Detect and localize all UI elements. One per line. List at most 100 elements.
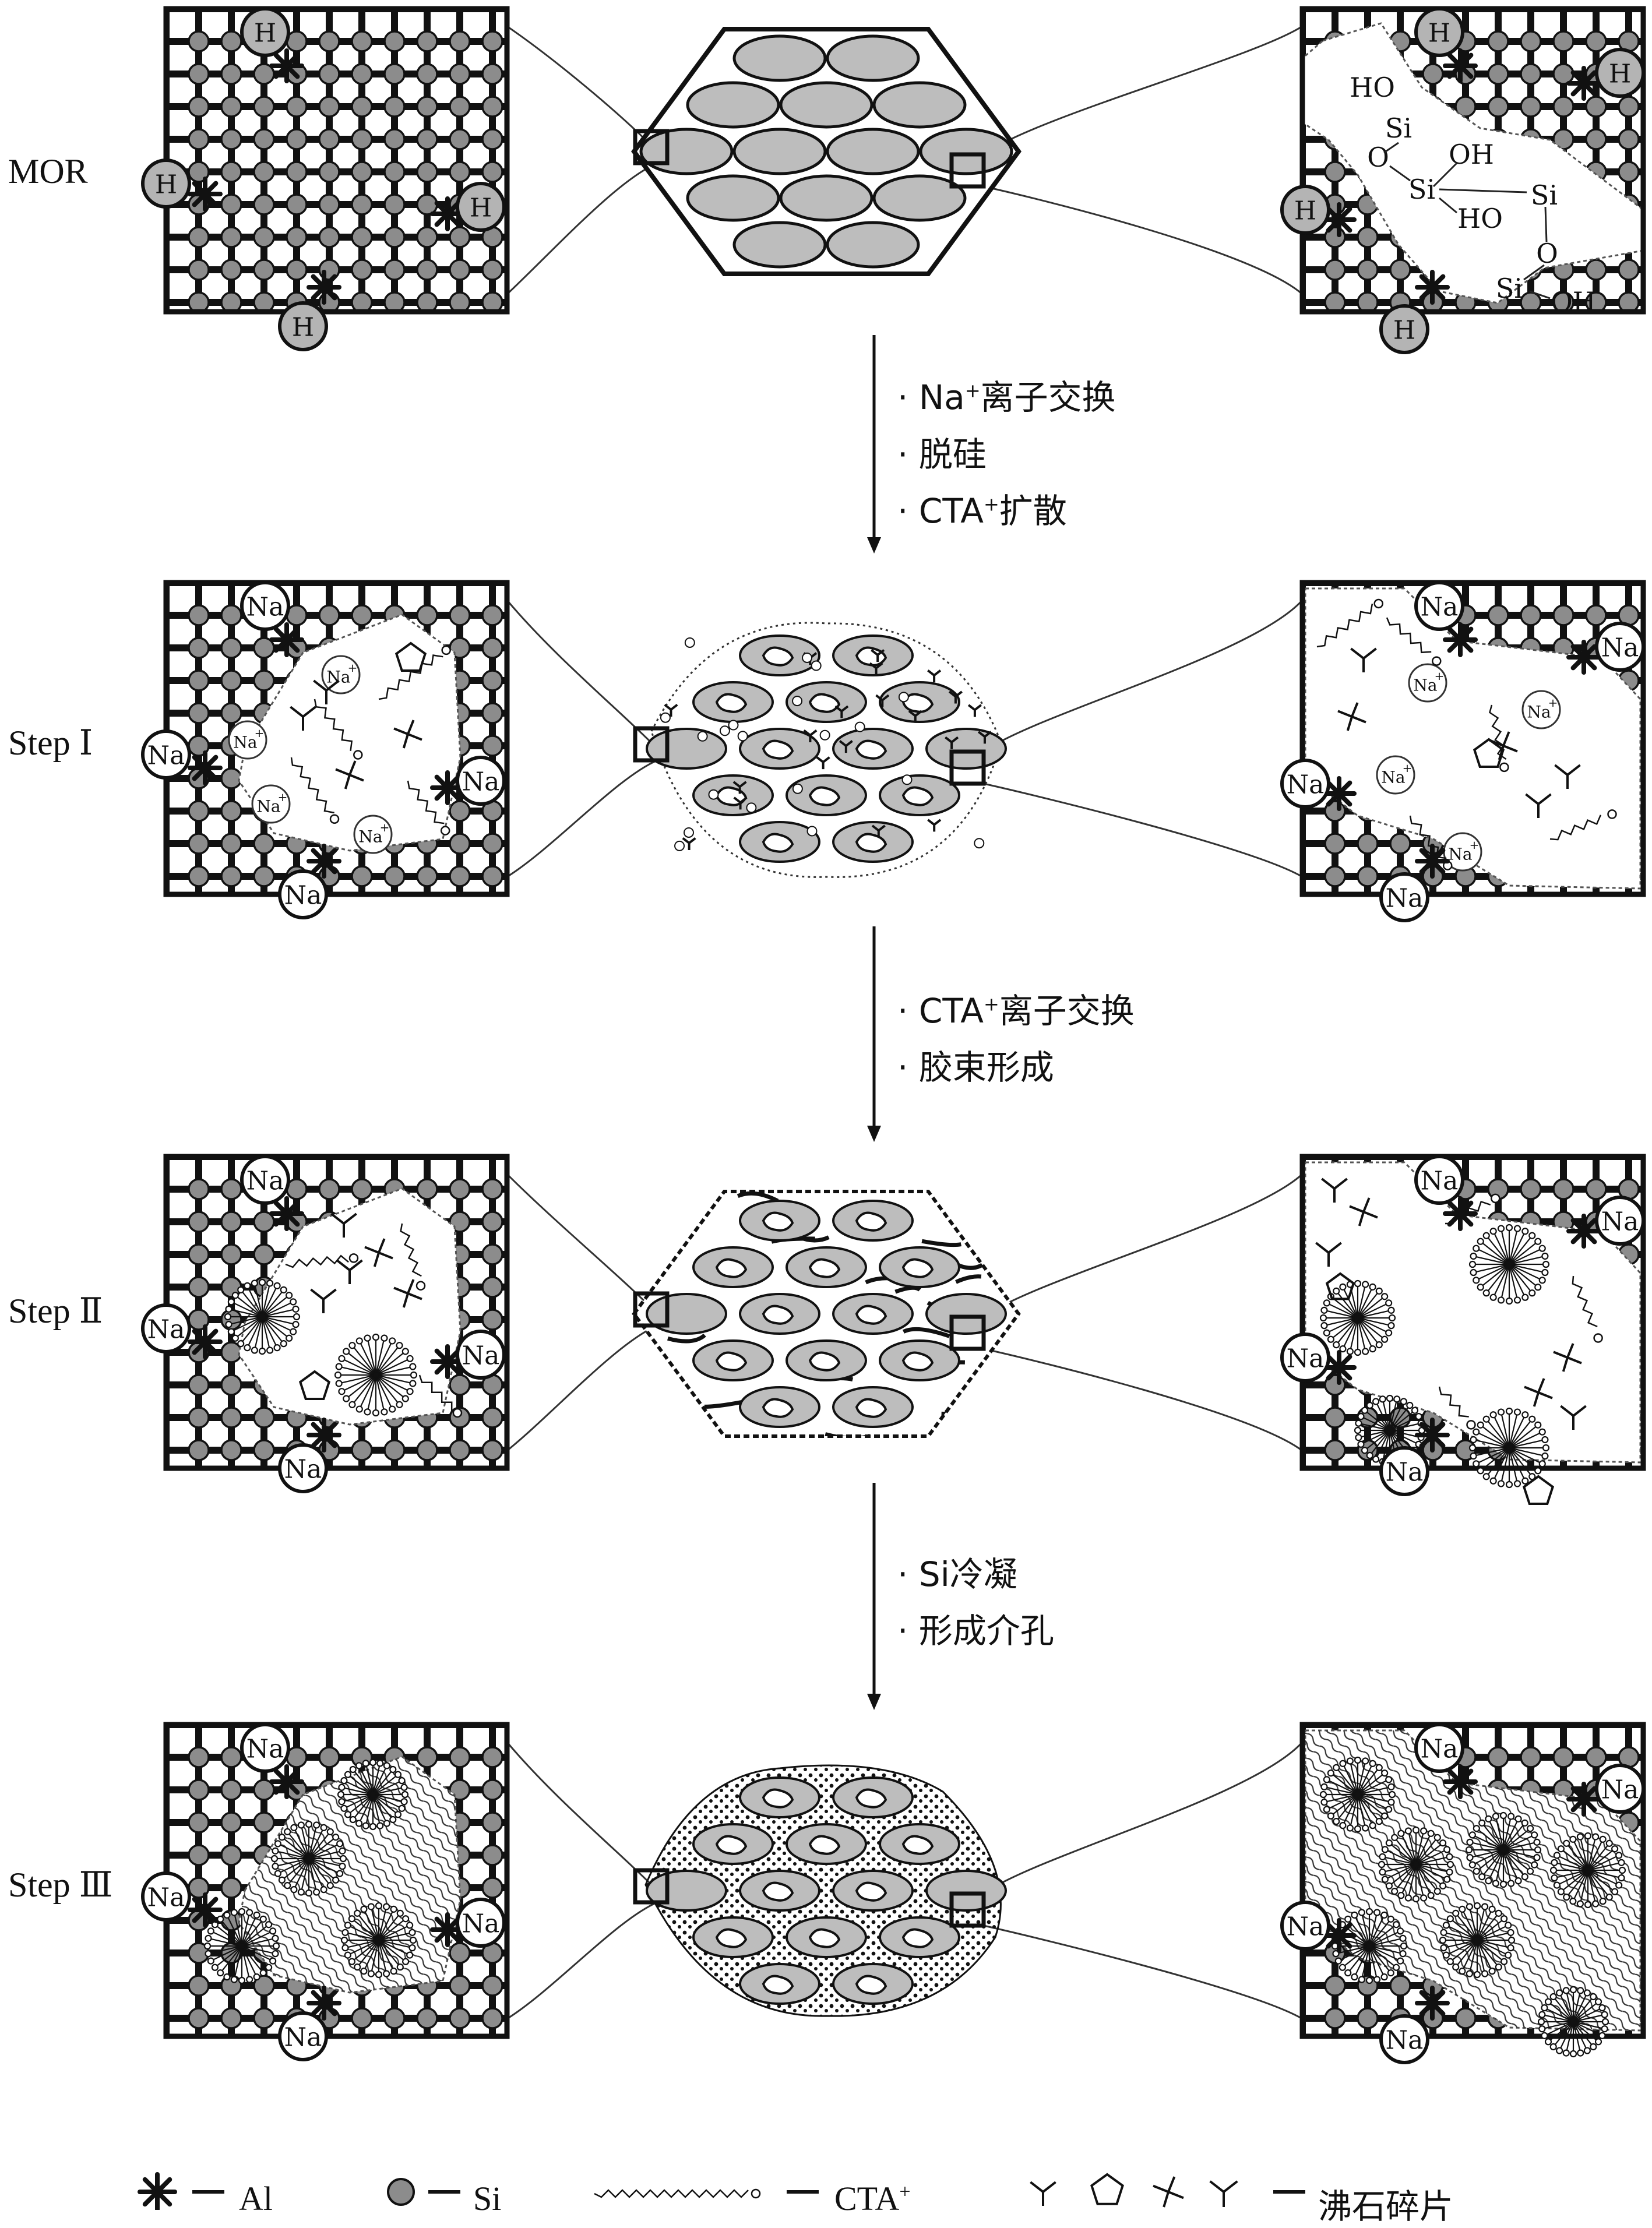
micelle-head <box>1619 1875 1625 1881</box>
micelle-head <box>1444 1846 1450 1852</box>
crystal-domain <box>734 129 825 174</box>
micelle-head <box>1340 1822 1345 1828</box>
si-node <box>189 1780 209 1800</box>
cta-head <box>453 1409 462 1417</box>
micelle-head <box>1542 1253 1548 1259</box>
micelle-head <box>1328 1813 1334 1819</box>
micelle-head <box>363 1760 369 1766</box>
ion-label: Na <box>284 881 322 911</box>
micelle-head <box>1413 1827 1419 1833</box>
micelle-head <box>1398 1892 1404 1898</box>
micelle-head <box>281 1287 287 1293</box>
na-plus-sign: + <box>1403 761 1413 775</box>
micelle-head <box>238 1341 244 1346</box>
micelle-head <box>1473 1277 1479 1283</box>
cation-na: Na <box>1597 1197 1643 1244</box>
si-node <box>385 260 404 280</box>
micelle-head <box>1321 1784 1327 1790</box>
micelle-head <box>1470 1261 1475 1267</box>
micelle-head <box>1333 1818 1339 1824</box>
micelle-head <box>1602 2019 1608 2025</box>
si-node <box>189 671 209 690</box>
micelle-head <box>244 1283 250 1289</box>
micelle-head <box>284 1829 290 1835</box>
micelle-head <box>1358 1441 1364 1447</box>
micelle-head <box>1522 1228 1528 1234</box>
micelle-head <box>1563 1987 1569 1993</box>
si-node <box>189 227 209 247</box>
si-node <box>417 260 437 280</box>
micelle-head <box>239 1977 245 1983</box>
micelle-head <box>1522 1820 1528 1826</box>
stage-label-mor: MOR <box>8 151 88 192</box>
micelle-head <box>1359 1977 1365 1983</box>
si-node <box>1325 866 1345 886</box>
al-site <box>1569 68 1599 98</box>
micelle-head <box>275 1841 281 1846</box>
si-node <box>385 97 404 117</box>
micelle-head <box>1529 1233 1535 1239</box>
cation-na: Na <box>457 1331 504 1378</box>
micelle-core <box>1387 1427 1393 1433</box>
micelle-head <box>1542 1270 1548 1275</box>
zoom-curve <box>984 26 1302 154</box>
micelle-head <box>274 1345 280 1351</box>
si-node <box>352 64 372 84</box>
si-node <box>1586 1747 1606 1767</box>
micelle-head <box>365 1335 371 1341</box>
micelle-head <box>1355 1349 1361 1355</box>
na-plus-sign: + <box>348 661 358 675</box>
si-node <box>482 866 502 886</box>
micelle-head <box>1376 1342 1382 1348</box>
micelle-head <box>1535 1422 1541 1428</box>
si-node <box>482 1245 502 1264</box>
micelle-core <box>370 1792 376 1797</box>
si-node <box>254 1245 274 1264</box>
transition-3-step-1: · Si冷凝 <box>897 1547 1017 1596</box>
micelle-head <box>1392 1888 1397 1894</box>
micelle-head <box>1387 1395 1393 1401</box>
ion-label: Na <box>1386 1458 1424 1487</box>
micelle-head <box>1380 1396 1386 1402</box>
micelle-head <box>1428 1831 1434 1836</box>
micelle-head <box>274 1283 280 1289</box>
si-node <box>1390 834 1410 854</box>
arrow-head <box>867 1694 881 1710</box>
debris <box>793 784 802 794</box>
micelle-head <box>368 1903 374 1909</box>
si-node <box>319 1179 339 1199</box>
micelle-head <box>205 1951 211 1956</box>
transition-arrow-2 <box>867 926 881 1142</box>
micelle-head <box>1600 1836 1606 1842</box>
micelle-head <box>1386 1776 1392 1782</box>
micelle-head <box>1347 1758 1353 1764</box>
micelle-head <box>1355 1434 1361 1440</box>
si-node <box>221 638 241 658</box>
micelle-head <box>1407 1402 1413 1408</box>
micelle-head <box>345 1772 351 1778</box>
micelle-head <box>260 1970 266 1976</box>
ion-label: H <box>292 313 314 343</box>
debris <box>661 713 670 722</box>
cta-chain <box>594 2190 760 2198</box>
stage-label-step-3: Step Ⅲ <box>8 1864 113 1905</box>
micelle-head <box>1619 1867 1625 1873</box>
si-node <box>189 31 209 51</box>
cation-na: Na <box>1282 1334 1329 1381</box>
cta-head <box>1608 810 1616 818</box>
si-node <box>1488 97 1508 117</box>
framework-left-stage-1-lattice <box>166 583 507 894</box>
zoom-curve <box>984 784 1302 877</box>
debris <box>709 790 718 799</box>
si-node <box>319 64 339 84</box>
crystal-domain <box>927 729 1006 768</box>
si-node <box>482 1780 502 1800</box>
micelle-head <box>1600 1898 1606 1904</box>
si-node <box>417 31 437 51</box>
micelle-head <box>1447 1862 1453 1867</box>
micelle-head <box>1321 1323 1327 1328</box>
si-node <box>189 1245 209 1264</box>
micelle-head <box>1612 1846 1618 1852</box>
